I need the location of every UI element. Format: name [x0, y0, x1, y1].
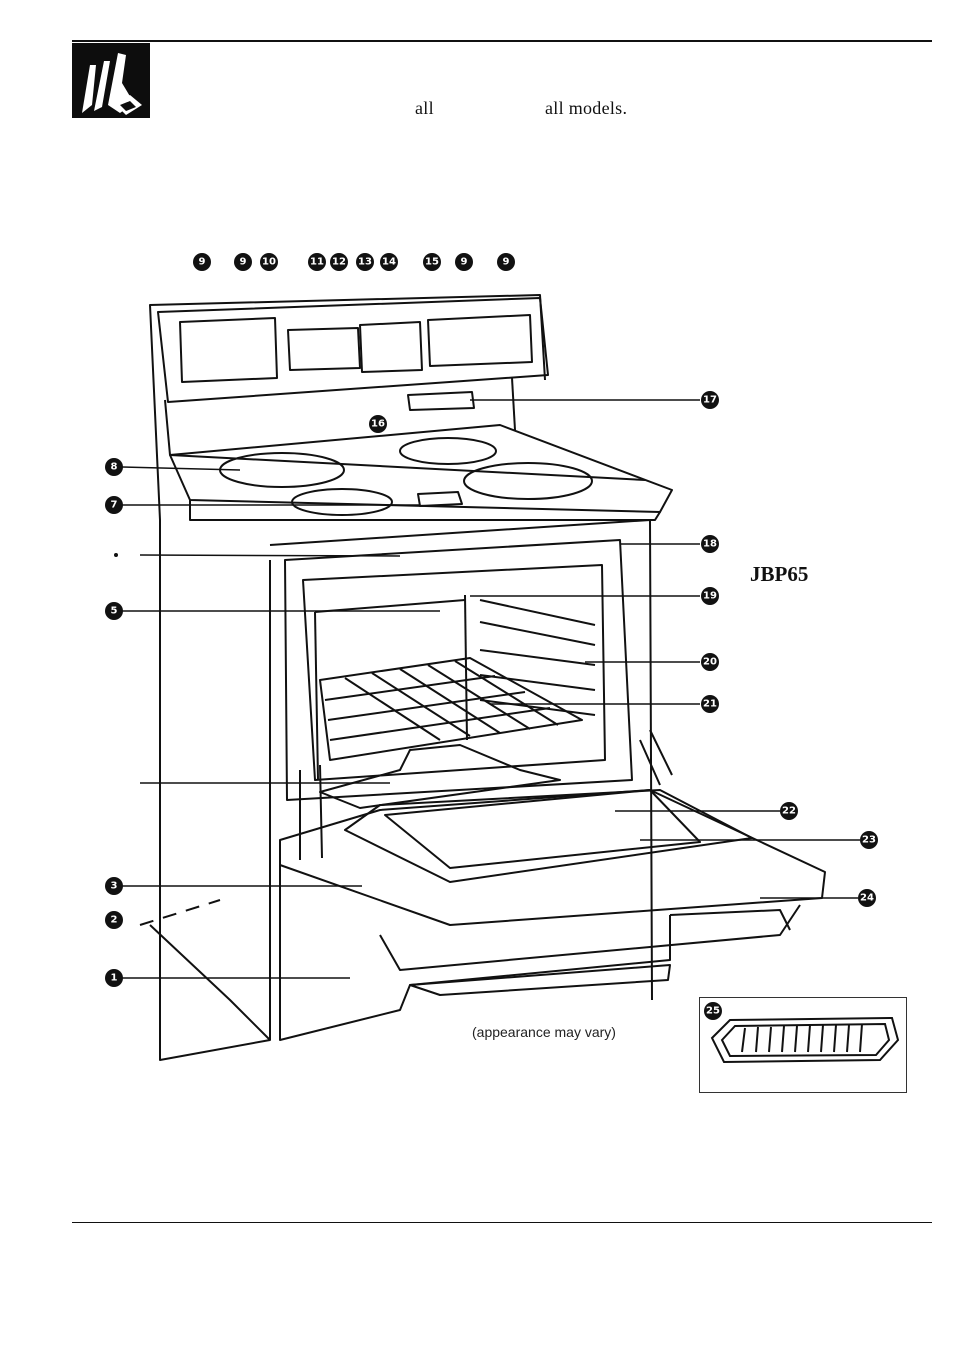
- svg-text:17: 17: [703, 395, 717, 406]
- callout-3: 3: [105, 877, 123, 895]
- callout-17: 17: [701, 391, 719, 409]
- footer-rule: [72, 1222, 932, 1223]
- svg-text:2: 2: [111, 915, 118, 926]
- svg-text:16: 16: [371, 419, 385, 430]
- appearance-caption: (appearance may vary): [472, 1024, 616, 1040]
- callout-20: 20: [701, 653, 719, 671]
- svg-text:10: 10: [262, 257, 276, 268]
- cooktop: [169, 424, 673, 513]
- callout-16: 16: [369, 415, 387, 433]
- svg-text:3: 3: [111, 881, 118, 892]
- svg-text:22: 22: [782, 806, 796, 817]
- svg-text:11: 11: [310, 257, 324, 268]
- svg-text:12: 12: [332, 257, 346, 268]
- svg-text:9: 9: [503, 257, 510, 268]
- svg-text:19: 19: [703, 591, 717, 602]
- broiler-pan-inset: [710, 1016, 900, 1064]
- callout-13: 13: [356, 253, 374, 271]
- oven-cavity: [302, 564, 606, 781]
- svg-text:1: 1: [111, 973, 118, 984]
- svg-text:24: 24: [860, 893, 874, 904]
- control-panel: [157, 297, 549, 403]
- storage-drawer: [279, 865, 671, 1041]
- callout-2: 2: [105, 911, 123, 929]
- hand-pointing-icon: [72, 43, 150, 118]
- callout-5: 5: [105, 602, 123, 620]
- callout-10: 10: [260, 253, 278, 271]
- model-label: JBP65: [750, 562, 809, 586]
- callout-22: 22: [780, 802, 798, 820]
- callout-25: 25: [704, 1002, 722, 1020]
- callout-8: 8: [105, 458, 123, 476]
- svg-text:15: 15: [425, 257, 439, 268]
- callout-15: 15: [423, 253, 441, 271]
- svg-text:21: 21: [703, 699, 717, 710]
- callout-21: 21: [701, 695, 719, 713]
- header-text-all-models: all models.: [545, 98, 628, 118]
- svg-text:13: 13: [358, 257, 372, 268]
- callout-11: 11: [308, 253, 326, 271]
- callout-7: 7: [105, 496, 123, 514]
- callout-23: 23: [860, 831, 878, 849]
- callout-19: 19: [701, 587, 719, 605]
- callout-1: 1: [105, 969, 123, 987]
- svg-text:23: 23: [862, 835, 876, 846]
- header-rule: [72, 40, 932, 42]
- oven-rack: [319, 657, 583, 761]
- svg-text:25: 25: [706, 1006, 720, 1017]
- callout-9d: 9: [497, 253, 515, 271]
- callout-14: 14: [380, 253, 398, 271]
- callout-12: 12: [330, 253, 348, 271]
- oven-door: [279, 789, 826, 926]
- callout-9a: 9: [193, 253, 211, 271]
- svg-text:9: 9: [240, 257, 247, 268]
- svg-text:8: 8: [111, 462, 118, 473]
- svg-text:7: 7: [111, 500, 118, 511]
- callout-24: 24: [858, 889, 876, 907]
- svg-text:18: 18: [703, 539, 717, 550]
- svg-text:5: 5: [111, 606, 118, 617]
- svg-text:14: 14: [382, 257, 396, 268]
- svg-text:9: 9: [461, 257, 468, 268]
- inset-frame: [699, 997, 907, 1093]
- svg-text:20: 20: [703, 657, 717, 668]
- callout-9b: 9: [234, 253, 252, 271]
- svg-text:9: 9: [199, 257, 206, 268]
- callout-9c: 9: [455, 253, 473, 271]
- callout-18: 18: [701, 535, 719, 553]
- range-body: [159, 520, 271, 1061]
- header-text-all: all: [415, 98, 434, 118]
